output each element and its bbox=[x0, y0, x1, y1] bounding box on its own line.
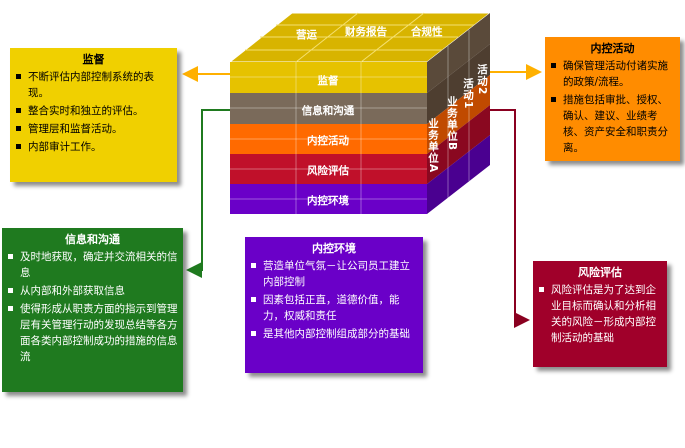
supervision-item: 不断评估内部控制系统的表现。 bbox=[16, 69, 173, 101]
side-risk bbox=[427, 105, 490, 184]
risk-title: 风险评估 bbox=[578, 266, 622, 279]
side-label-unit-a: 业务单位A bbox=[427, 117, 439, 173]
layer-environment bbox=[230, 184, 427, 214]
control-activities-item: 确保管理活动付诸实施的政策/流程。 bbox=[551, 58, 676, 90]
info-comm-title: 信息和沟通 bbox=[65, 233, 120, 246]
control-env-panel: 内控环境 营造单位气氛－让公司员工建立内部控制 因素包括正直，道德价值，能力，权… bbox=[245, 237, 423, 373]
top-label-operations: 营运 bbox=[296, 28, 317, 41]
arrow-to-info-comm bbox=[186, 109, 230, 278]
control-env-item: 是其他内部控制组成部分的基础 bbox=[251, 326, 419, 342]
supervision-item: 管理层和监督活动。 bbox=[16, 121, 173, 137]
front-label-info: 信息和沟通 bbox=[302, 104, 355, 117]
control-activities-item: 措施包括审批、授权、确认、建议、业绩考核、资产安全和职责分离。 bbox=[551, 92, 676, 156]
cube-side-grid bbox=[447, 30, 470, 198]
side-activities bbox=[427, 75, 490, 154]
info-comm-item: 从内部和外部获取信息 bbox=[8, 283, 179, 299]
side-label-activity-1: 活动1 bbox=[462, 77, 474, 109]
side-info bbox=[427, 44, 490, 124]
supervision-panel: 监督 不断评估内部控制系统的表现。 整合实时和独立的评估。 管理层和监督活动。 … bbox=[10, 48, 177, 182]
top-label-financial: 财务报告 bbox=[344, 25, 387, 38]
layer-info bbox=[230, 93, 427, 124]
info-comm-panel: 信息和沟通 及时地获取，确定并交流相关的信息 从内部和外部获取信息 使得形成从职… bbox=[2, 228, 183, 392]
control-env-item: 因素包括正直，道德价值，能力，权威和责任 bbox=[251, 292, 419, 324]
side-environment bbox=[427, 135, 490, 214]
control-activities-panel: 内控活动 确保管理活动付诸实施的政策/流程。 措施包括审批、授权、确认、建议、业… bbox=[545, 37, 680, 161]
control-env-item: 营造单位气氛－让公司员工建立内部控制 bbox=[251, 258, 419, 290]
top-label-compliance: 合规性 bbox=[410, 25, 443, 38]
cube-top-grid bbox=[245, 12, 474, 63]
risk-item: 风险评估是为了达到企业目标而确认和分析相关的风险－形成内部控制活动的基础 bbox=[539, 282, 663, 346]
front-label-activities: 内控活动 bbox=[307, 134, 349, 147]
front-label-environment: 内控环境 bbox=[307, 194, 349, 207]
info-comm-item: 使得形成从职责方面的指示到管理层有关管理行动的发现总结等各方面各类内部控制成功的… bbox=[8, 301, 179, 365]
layer-risk bbox=[230, 154, 427, 184]
front-label-risk: 风险评估 bbox=[307, 164, 349, 177]
layer-activities bbox=[230, 124, 427, 154]
supervision-title: 监督 bbox=[82, 53, 105, 66]
control-activities-title: 内控活动 bbox=[590, 42, 635, 55]
supervision-item: 整合实时和独立的评估。 bbox=[16, 103, 173, 119]
supervision-item: 内部审计工作。 bbox=[16, 139, 173, 155]
side-supervision bbox=[427, 13, 490, 93]
info-comm-item: 及时地获取，确定并交流相关的信息 bbox=[8, 249, 179, 281]
side-label-activity-2: 活动2 bbox=[476, 63, 488, 95]
risk-panel: 风险评估 风险评估是为了达到企业目标而确认和分析相关的风险－形成内部控制活动的基… bbox=[533, 261, 667, 367]
cube-front-grid bbox=[230, 62, 427, 214]
layer-supervision bbox=[230, 62, 427, 93]
front-label-supervision: 监督 bbox=[318, 74, 339, 87]
control-env-title: 内控环境 bbox=[312, 242, 356, 255]
side-label-unit-b: 业务单位B bbox=[446, 95, 458, 151]
arrow-to-risk bbox=[490, 109, 530, 328]
